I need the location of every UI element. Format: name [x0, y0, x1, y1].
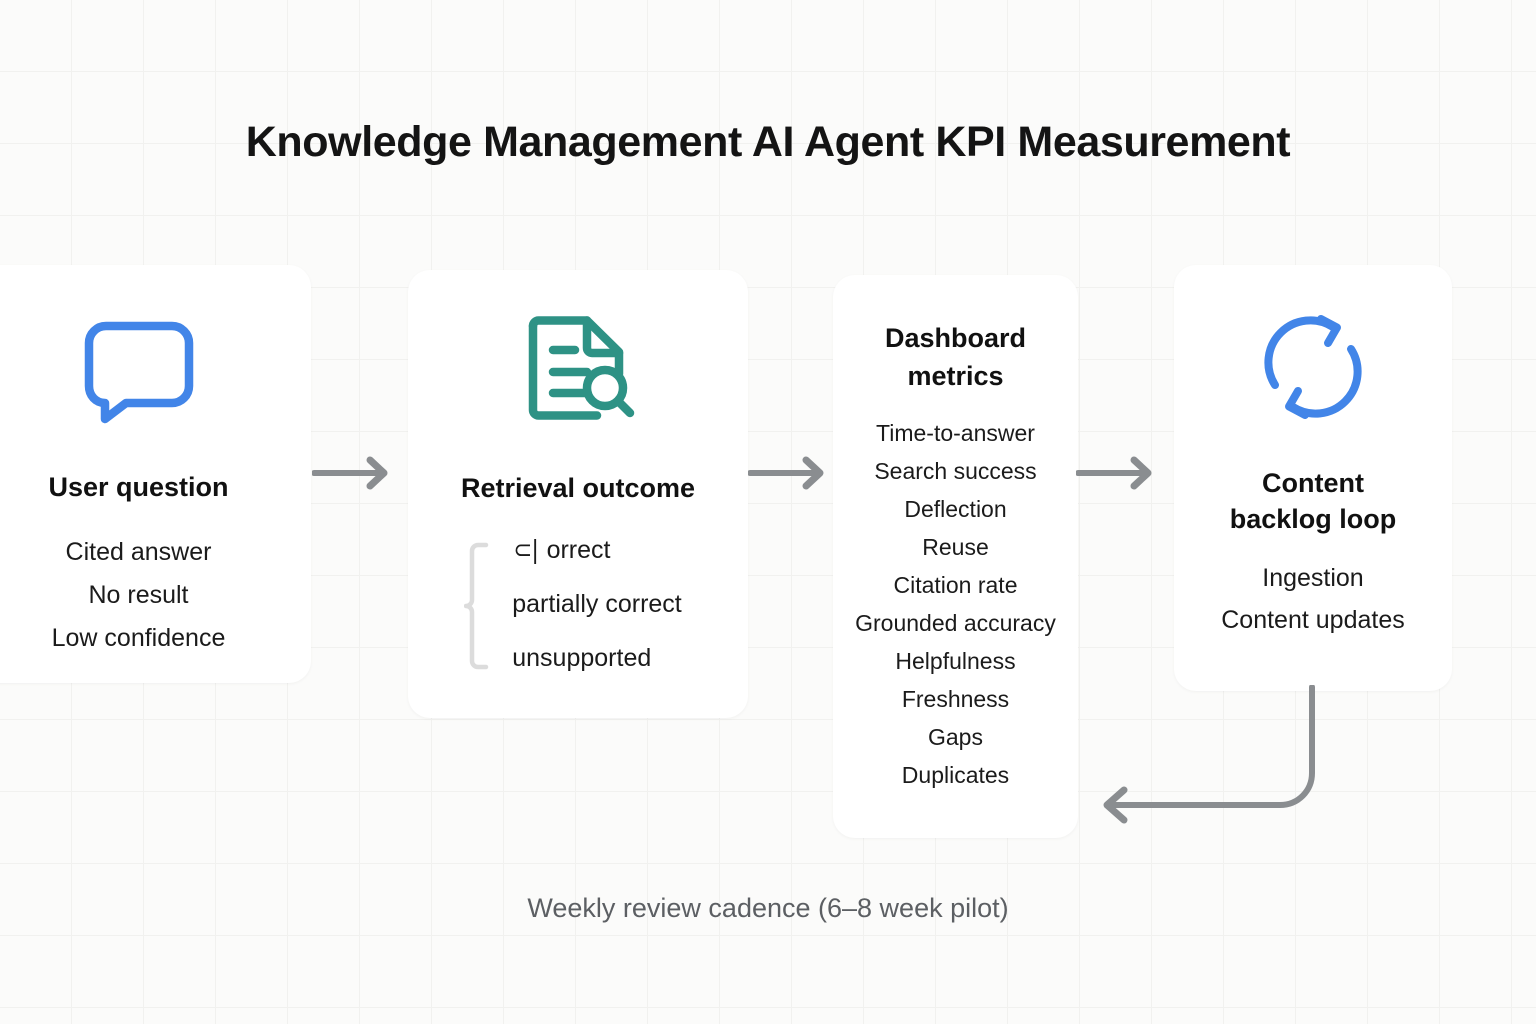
metric-item: Time-to-answer — [876, 419, 1035, 446]
stage-heading: Dashboard metrics — [884, 323, 1027, 392]
metric-item: Reuse — [922, 533, 989, 560]
curly-brace-icon — [463, 541, 490, 676]
refresh-loop-icon — [1257, 311, 1369, 428]
stage-item-list: Cited answer No result Low confidence — [51, 537, 226, 669]
list-item: partially correct — [512, 589, 682, 618]
stage-item-list: Ingestion Content updates — [1221, 563, 1405, 650]
outcome-group: ⊂| orrect partially correct unsupported — [408, 535, 748, 673]
metric-item: Helpfulness — [895, 647, 1016, 674]
stage-card-dashboard-metrics[interactable]: Dashboard metrics Time-to-answer Search … — [833, 275, 1078, 838]
metric-item: Search success — [874, 457, 1037, 484]
metric-item: Gaps — [928, 723, 983, 750]
page-title: Knowledge Management AI Agent KPI Measur… — [245, 118, 1291, 166]
metric-item: Duplicates — [901, 761, 1010, 788]
stage-heading: User question — [48, 472, 229, 502]
metrics-list: Time-to-answer Search success Deflection… — [833, 419, 1078, 802]
metric-item: Freshness — [901, 685, 1010, 712]
list-item: Low confidence — [51, 623, 226, 652]
stage-card-user-question[interactable]: User question Cited answer No result Low… — [0, 265, 311, 683]
metric-item: Deflection — [904, 495, 1007, 522]
broken-c-glyph: ⊂| — [513, 534, 540, 564]
list-item: No result — [88, 580, 189, 609]
arrow-right-icon-1 — [311, 452, 396, 499]
outcome-item-list: ⊂| orrect partially correct unsupported — [512, 535, 682, 673]
stage-heading: Content backlog loop — [1229, 468, 1397, 534]
list-item: Content updates — [1221, 605, 1405, 634]
stage-heading: Retrieval outcome — [460, 473, 696, 503]
document-search-icon — [515, 312, 641, 435]
speech-bubble-icon — [80, 317, 198, 432]
list-item: unsupported — [512, 643, 652, 672]
list-item-correct: ⊂| orrect — [512, 535, 682, 565]
curved-arrow-left-icon — [1080, 684, 1350, 850]
metric-item: Grounded accuracy — [855, 609, 1056, 636]
list-item: Cited answer — [65, 537, 212, 566]
stage-card-content-backlog-loop[interactable]: Content backlog loop Ingestion Content u… — [1174, 265, 1452, 691]
list-item-label: orrect — [546, 535, 611, 564]
arrow-right-icon-2 — [747, 452, 832, 499]
arrow-right-icon-3 — [1075, 452, 1160, 499]
list-item: Ingestion — [1262, 563, 1364, 592]
footer-note: Weekly review cadence (6–8 week pilot) — [527, 893, 1009, 923]
metric-item: Citation rate — [893, 571, 1018, 598]
stage-card-retrieval-outcome[interactable]: Retrieval outcome ⊂| orrect partially co… — [408, 270, 748, 718]
